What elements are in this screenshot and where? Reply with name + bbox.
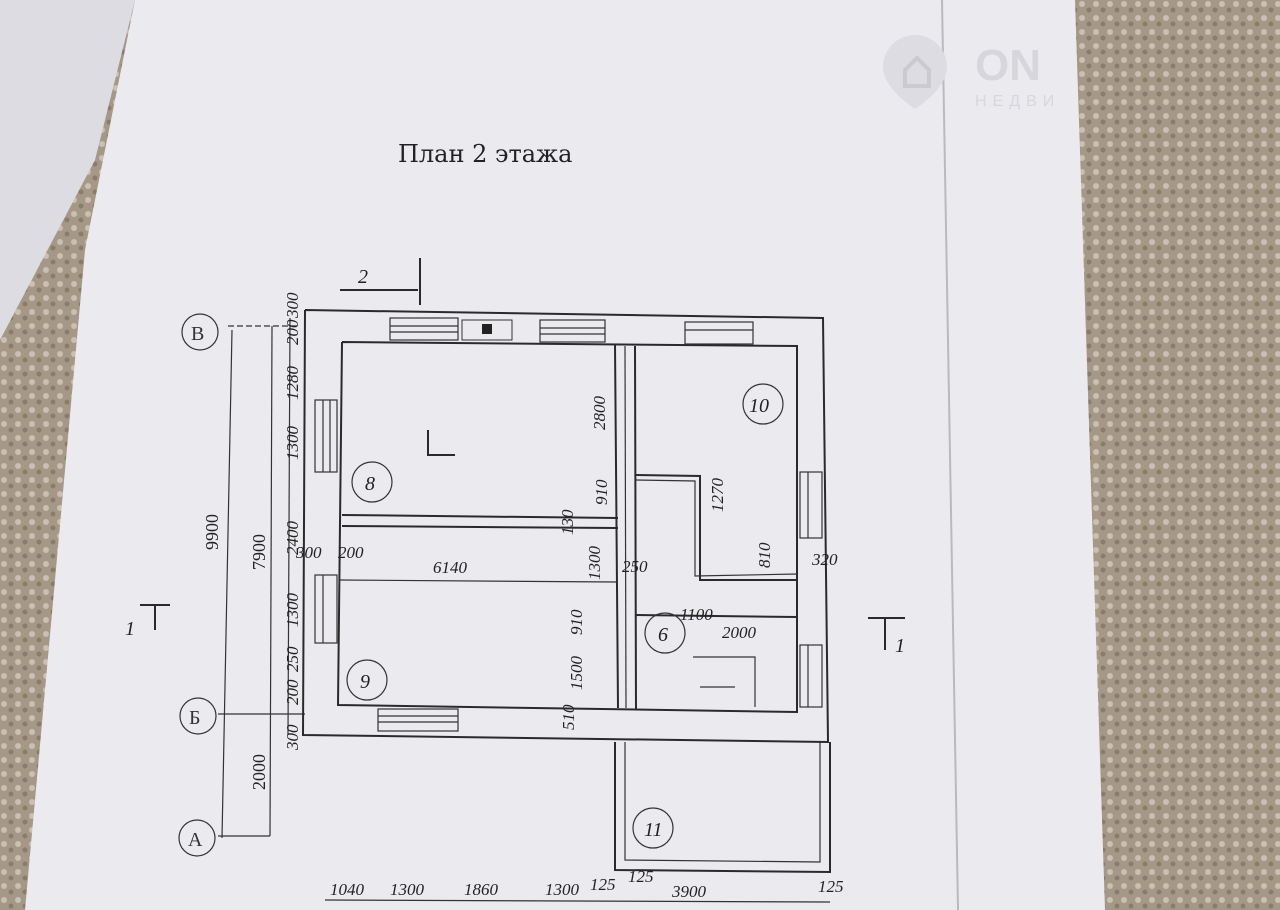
svg-text:910: 910: [567, 609, 586, 635]
svg-text:6140: 6140: [433, 558, 468, 577]
svg-text:2400: 2400: [283, 521, 302, 556]
svg-text:1300: 1300: [585, 546, 604, 581]
svg-text:130: 130: [558, 509, 577, 535]
fold-line: [941, 0, 959, 910]
svg-text:1100: 1100: [680, 605, 713, 624]
svg-text:2: 2: [358, 266, 368, 288]
room-9: 9: [360, 671, 370, 693]
svg-text:250: 250: [283, 646, 302, 672]
svg-text:125: 125: [590, 875, 616, 894]
svg-text:125: 125: [628, 867, 654, 886]
room-6: 6: [658, 624, 668, 646]
axis-markers: В Б А: [178, 313, 305, 857]
dimension-labels: 9900 7900 2000 300 200 1280 1300 2400 13…: [202, 292, 844, 903]
svg-text:9900: 9900: [202, 514, 222, 550]
section-mark-top: 2: [340, 258, 421, 305]
stair-mark: [427, 430, 455, 456]
svg-text:1300: 1300: [283, 426, 302, 461]
svg-text:200: 200: [283, 319, 302, 345]
room-11: 11: [644, 819, 663, 841]
svg-text:300: 300: [295, 543, 322, 562]
svg-text:125: 125: [818, 877, 844, 896]
svg-text:910: 910: [592, 479, 611, 505]
svg-text:200: 200: [283, 679, 302, 705]
svg-text:3900: 3900: [671, 882, 707, 901]
paper-sheet: [25, 0, 1105, 910]
svg-text:510: 510: [559, 704, 578, 730]
watermark-brand: ON: [975, 41, 1041, 90]
svg-text:2000: 2000: [249, 754, 269, 790]
room-labels: 8 9 10 6 11: [346, 383, 784, 849]
watermark-logo: ON НЕДВИ: [883, 35, 1060, 110]
svg-text:1280: 1280: [283, 366, 302, 401]
svg-text:1: 1: [895, 635, 905, 657]
svg-text:1300: 1300: [545, 880, 580, 899]
walls: [301, 309, 831, 874]
curled-sheet: [0, 0, 135, 340]
svg-text:А: А: [188, 829, 203, 851]
section-mark-left: 1: [125, 604, 170, 640]
svg-text:300: 300: [283, 292, 302, 319]
svg-text:2000: 2000: [722, 623, 757, 642]
page-title: План 2 этажа: [398, 140, 572, 168]
room-10: 10: [749, 395, 769, 417]
svg-text:320: 320: [811, 550, 838, 569]
svg-text:250: 250: [622, 557, 648, 576]
svg-text:Б: Б: [189, 707, 200, 729]
svg-text:В: В: [191, 323, 204, 345]
svg-text:300: 300: [283, 724, 302, 751]
svg-text:1: 1: [125, 618, 135, 640]
svg-text:1040: 1040: [330, 880, 365, 899]
room-8: 8: [365, 473, 375, 495]
svg-text:1500: 1500: [567, 656, 586, 691]
svg-text:810: 810: [755, 542, 774, 568]
svg-text:1300: 1300: [283, 593, 302, 628]
watermark-subtitle: НЕДВИ: [975, 93, 1060, 110]
svg-text:1270: 1270: [708, 478, 727, 513]
svg-text:1300: 1300: [390, 880, 425, 899]
section-mark-right: 1: [868, 617, 905, 657]
svg-text:7900: 7900: [249, 534, 269, 570]
windows: [314, 317, 823, 732]
svg-text:1860: 1860: [464, 880, 499, 899]
svg-text:2800: 2800: [590, 396, 609, 431]
svg-text:200: 200: [338, 543, 364, 562]
